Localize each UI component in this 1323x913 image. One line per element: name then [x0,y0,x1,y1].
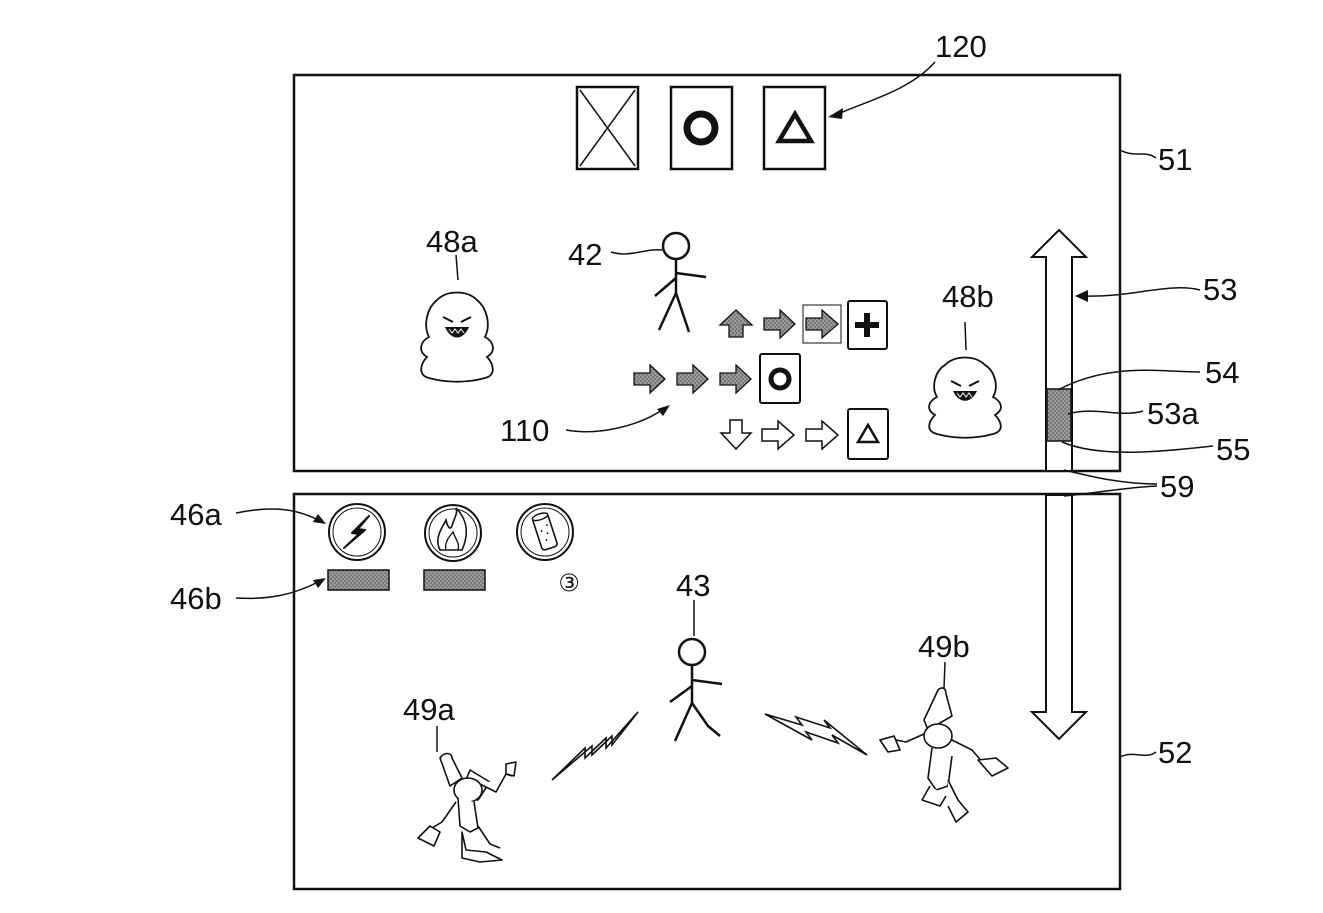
arrow-up-icon [718,309,754,338]
player-upper [654,231,707,333]
ref-42: 42 [568,237,602,272]
ref-52: 52 [1158,735,1192,770]
plus-command-button[interactable] [847,300,888,350]
circle-icon [768,367,792,391]
ref-48b: 48b [942,279,994,314]
potion-icon [531,512,558,551]
fire-icon [437,507,468,551]
arrow-right-icon [763,308,796,340]
item-potion[interactable] [516,503,574,561]
ghost-right [928,356,1002,439]
arrow-down-icon [719,419,753,451]
ref-59: 59 [1160,469,1194,504]
item-lightning[interactable] [328,503,386,561]
arrow-right-icon [761,419,796,451]
arrow-right-icon [633,363,666,395]
plus-icon [855,313,879,337]
lower-screen [292,492,1122,891]
scroll-thumb[interactable] [1046,388,1072,442]
ref-55: 55 [1216,432,1250,467]
arrow-right-icon [676,363,709,395]
item-fire[interactable] [424,504,482,562]
ref-53a: 53a [1147,396,1199,431]
ref-54: 54 [1205,355,1239,390]
lightning-bolt-left [551,711,639,781]
arrow-right-icon [719,363,752,395]
triangle-command-button[interactable] [847,408,889,460]
arrow-right-icon [805,308,839,340]
lightning-bolt-right [764,713,868,756]
command-tree [633,300,889,460]
ref-48a: 48a [426,224,478,259]
ref-51: 51 [1158,142,1192,177]
cross-button[interactable] [575,85,640,171]
triangle-icon [855,422,881,444]
player-lower [669,637,723,742]
circle-command-button[interactable] [759,353,801,404]
item-gauge-lightning [327,569,390,591]
ref-46a: 46a [170,497,222,532]
item-count: ③ [558,569,580,597]
ref-43: 43 [676,568,710,603]
ref-110: 110 [500,413,549,448]
ref-49a: 49a [403,692,455,727]
item-gauge-fire [423,569,486,591]
scroll-bar[interactable] [1029,228,1089,741]
circle-button[interactable] [669,85,734,171]
command-bar [575,85,827,171]
ref-53: 53 [1203,272,1237,307]
arrow-right-icon [805,419,840,451]
ref-120: 120 [935,29,987,64]
triangle-button[interactable] [762,85,827,171]
ref-49b: 49b [918,629,970,664]
elf-left [417,752,517,863]
triangle-icon [775,109,815,144]
elf-right [879,687,1009,823]
circle-icon [683,110,719,146]
ghost-left [420,291,494,383]
lightning-icon [343,515,370,549]
ref-46b: 46b [170,581,222,616]
upper-screen [292,73,1122,473]
